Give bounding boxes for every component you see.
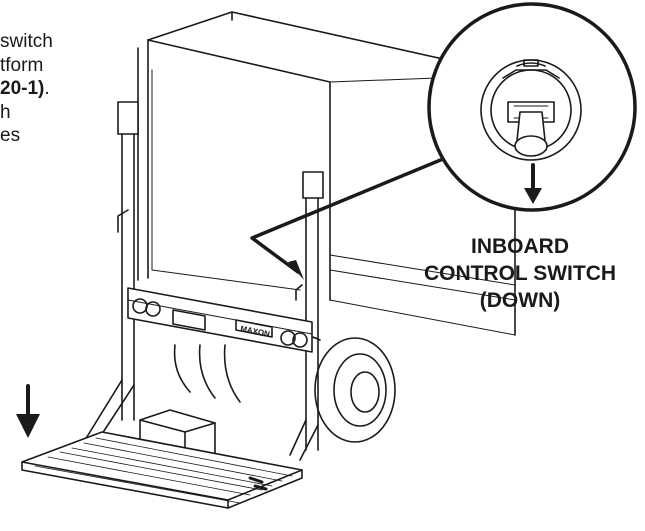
- instruction-line-4: h: [0, 101, 11, 123]
- down-arrow-icon: [16, 384, 40, 438]
- callout-label: INBOARD CONTROL SWITCH (DOWN): [395, 233, 645, 314]
- callout-circle: [427, 2, 637, 212]
- instruction-line-5: es: [0, 125, 21, 146]
- instruction-line-3-tail: .: [44, 78, 50, 99]
- liftgate-crossmember: MAXON: [127, 287, 313, 353]
- instruction-line-2: tform: [0, 54, 44, 76]
- switch-down-arrow-icon: [524, 163, 542, 204]
- platform-arms: [84, 379, 319, 461]
- instruction-figure-ref: 20-1): [0, 78, 45, 99]
- callout-leader-line: [250, 152, 457, 280]
- callout-label-line-3: (DOWN): [479, 289, 561, 312]
- instruction-line-1: switch: [0, 31, 53, 52]
- callout-label-line-1: INBOARD: [471, 235, 569, 258]
- toggle-switch-icon: [507, 101, 555, 157]
- liftgate-platform: [21, 431, 303, 509]
- truck-body: [137, 11, 516, 336]
- callout-label-line-2: CONTROL SWITCH: [423, 262, 617, 285]
- liftgate-columns: [117, 101, 324, 451]
- instruction-text-fragment: switch tform 20-1). h es: [0, 30, 53, 148]
